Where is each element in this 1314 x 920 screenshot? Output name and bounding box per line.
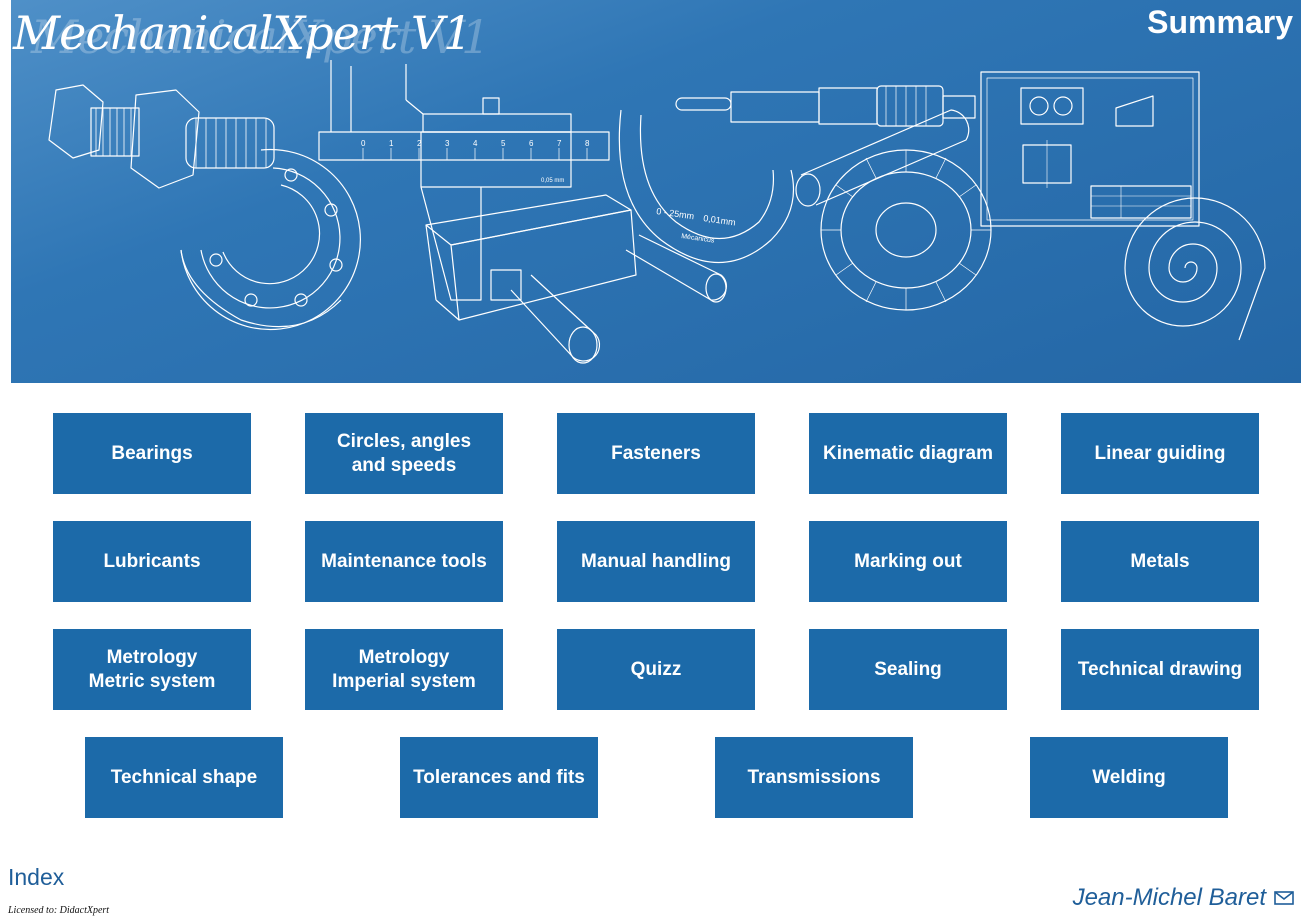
mail-icon[interactable]: [1274, 891, 1294, 905]
topic-button-metrology-metric[interactable]: Metrology Metric system: [53, 629, 251, 710]
mechanical-parts-illustration: 0 1 2 3 4 5 6 7 8 0,05 mm: [48, 60, 1266, 364]
spiral-spring-illustration: [1124, 197, 1266, 341]
topic-button-circles-angles-speeds[interactable]: Circles, angles and speeds: [305, 413, 503, 494]
bearing-illustration: [180, 148, 361, 331]
caliper-scale-label: 5: [501, 139, 506, 148]
caliper-scale-label: 4: [473, 139, 478, 148]
caliper-scale-label: 2: [417, 139, 422, 148]
caliper-scale-label: 3: [445, 139, 450, 148]
micrometer-brand-label: Mécanicus: [681, 233, 716, 245]
micrometer-resolution-label: 0,01mm: [703, 213, 737, 227]
topic-button-quizz[interactable]: Quizz: [557, 629, 755, 710]
author-name: Jean-Michel Baret: [1072, 884, 1266, 911]
shaft-illustration: [795, 109, 970, 207]
topic-button-welding[interactable]: Welding: [1030, 737, 1228, 818]
micrometer-range-label: 0 - 25mm: [656, 206, 695, 221]
topic-button-maintenance-tools[interactable]: Maintenance tools: [305, 521, 503, 602]
topic-button-technical-drawing[interactable]: Technical drawing: [1061, 629, 1259, 710]
topic-button-linear-guiding[interactable]: Linear guiding: [1061, 413, 1259, 494]
topic-button-sealing[interactable]: Sealing: [809, 629, 1007, 710]
gear-illustration: [820, 149, 992, 311]
topic-button-manual-handling[interactable]: Manual handling: [557, 521, 755, 602]
topic-button-marking-out[interactable]: Marking out: [809, 521, 1007, 602]
license-text: Licensed to: DidactXpert: [8, 905, 110, 916]
caliper-scale-label: 1: [389, 139, 394, 148]
caliper-scale-label: 0: [361, 139, 366, 148]
caliper-scale-label: 8: [585, 139, 590, 148]
page-title: Summary: [1147, 4, 1293, 40]
topic-button-transmissions[interactable]: Transmissions: [715, 737, 913, 818]
app-title: MechanicalXpert V1: [13, 6, 472, 60]
topic-button-tolerances-fits[interactable]: Tolerances and fits: [400, 737, 598, 818]
vise-illustration: [425, 194, 728, 364]
topic-button-kinematic-diagram[interactable]: Kinematic diagram: [809, 413, 1007, 494]
caliper-scale-label: 7: [557, 139, 562, 148]
topic-button-bearings[interactable]: Bearings: [53, 413, 251, 494]
topic-button-fasteners[interactable]: Fasteners: [557, 413, 755, 494]
topic-button-metals[interactable]: Metals: [1061, 521, 1259, 602]
caliper-illustration: 0 1 2 3 4 5 6 7 8 0,05 mm: [318, 60, 610, 301]
topic-button-lubricants[interactable]: Lubricants: [53, 521, 251, 602]
topic-button-technical-shape[interactable]: Technical shape: [85, 737, 283, 818]
author-contact-link[interactable]: Jean-Michel Baret: [1073, 884, 1294, 912]
caliper-scale-label: 6: [529, 139, 534, 148]
index-link[interactable]: Index: [8, 864, 65, 890]
micrometer-illustration: 0 - 25mm 0,01mm Mécanicus: [618, 85, 976, 264]
caliper-vernier-label: 0,05 mm: [541, 178, 564, 184]
drawing-sheet-illustration: [980, 71, 1200, 227]
bolt-illustration: [48, 84, 275, 189]
topic-button-metrology-imperial[interactable]: Metrology Imperial system: [305, 629, 503, 710]
header-banner: 0 1 2 3 4 5 6 7 8 0,05 mm: [11, 0, 1301, 383]
